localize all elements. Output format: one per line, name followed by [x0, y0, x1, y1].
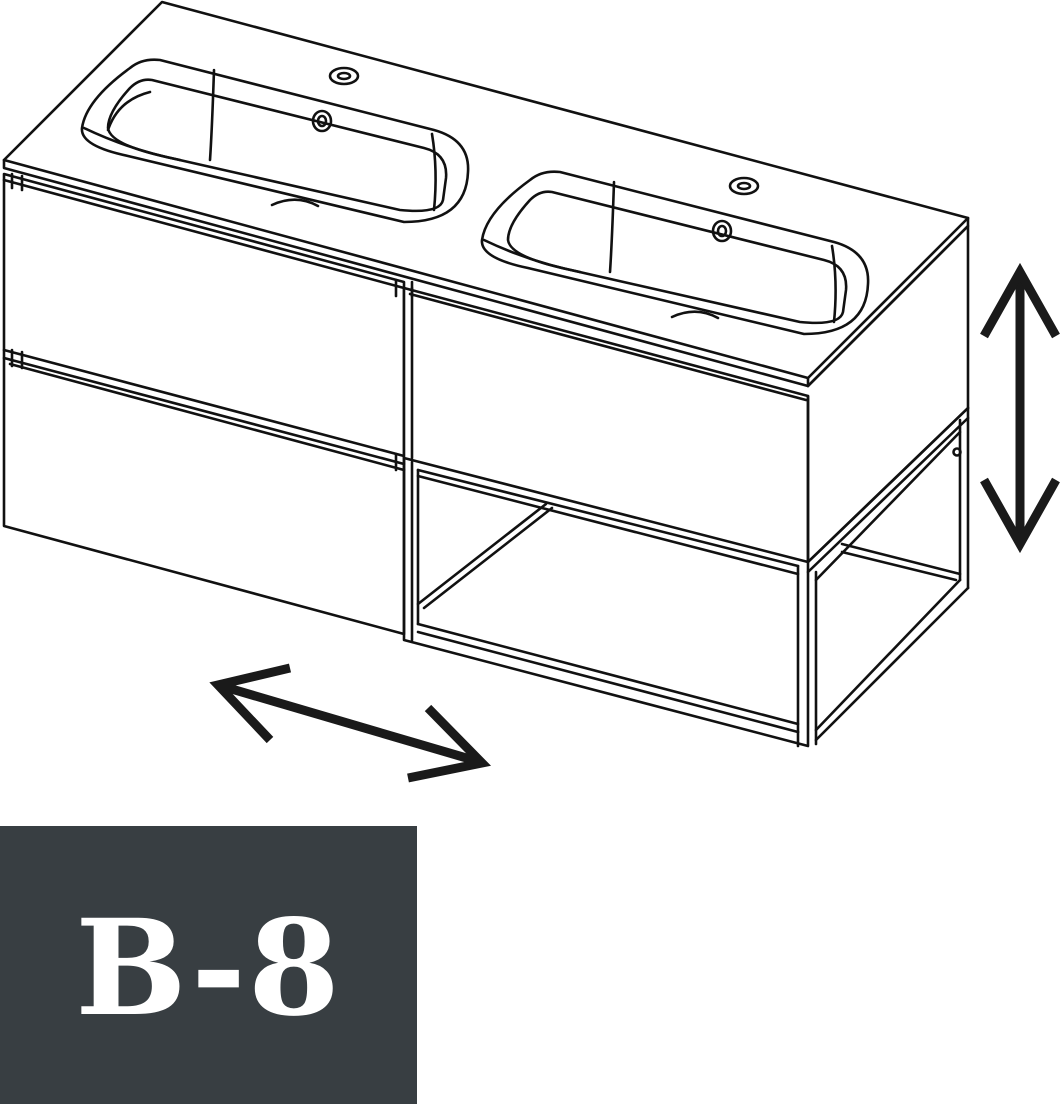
left-cabinet	[2, 172, 406, 636]
height-adjust-arrow-icon	[980, 262, 1060, 554]
left-basin	[80, 58, 470, 224]
model-label: B-8	[75, 891, 342, 1046]
open-shelf-frame	[402, 406, 970, 748]
model-badge: B-8	[0, 826, 417, 1104]
width-adjust-arrow-icon	[209, 663, 492, 783]
right-basin	[480, 170, 870, 336]
right-drawer	[402, 224, 970, 564]
